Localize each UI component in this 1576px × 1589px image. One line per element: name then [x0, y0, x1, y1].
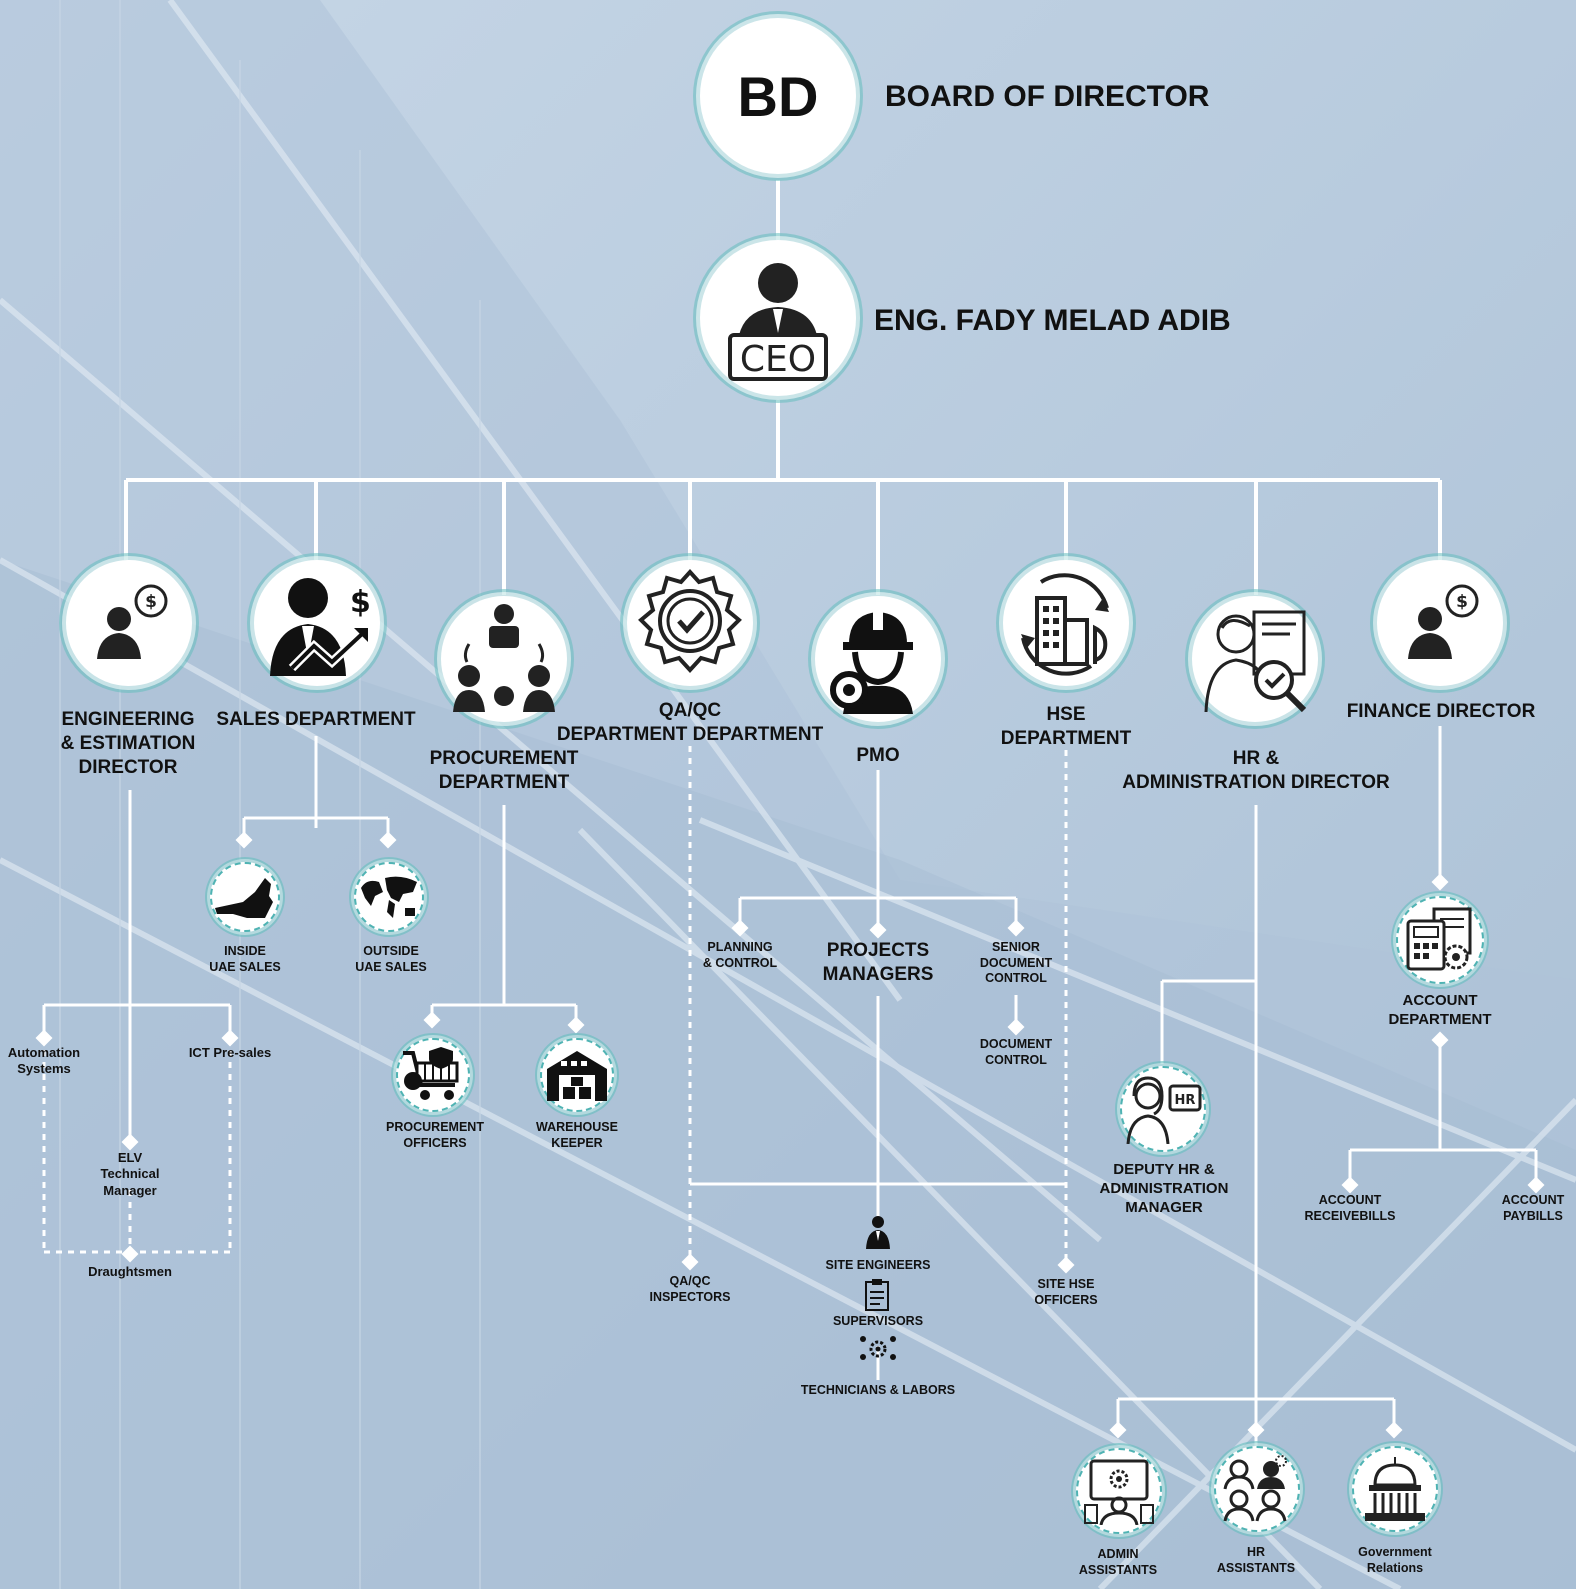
sales-chart-icon: $: [270, 578, 371, 676]
finance-director-label: FINANCE DIRECTOR: [1346, 701, 1536, 722]
inside-uae-node[interactable]: [210, 862, 280, 932]
inside-uae-sales-label: INSIDE UAE SALES: [209, 944, 281, 974]
account-department-node[interactable]: [1396, 896, 1484, 984]
clipboard-icon: [865, 1279, 889, 1311]
warehouse-icon: [547, 1051, 607, 1101]
hr-assistants-label: HR ASSISTANTS: [1216, 1545, 1296, 1575]
hse-node[interactable]: [1003, 560, 1129, 686]
pmo-label: PMO: [856, 745, 900, 766]
technicians-labors-label: TECHNICIANS & LABORS: [800, 1383, 956, 1397]
people-group-icon: [1223, 1455, 1287, 1522]
sales-department-label: SALES DEPARTMENT: [216, 709, 416, 730]
procurement-department-label: PROCUREMENT DEPARTMENT: [429, 748, 579, 793]
outside-uae-node[interactable]: [354, 862, 424, 932]
government-building-icon: [1365, 1457, 1425, 1521]
outside-uae-sales-label: OUTSIDE UAE SALES: [355, 944, 427, 974]
automation-systems-label: Automation Systems: [7, 1045, 81, 1077]
account-department-label: ACCOUNT DEPARTMENT: [1388, 992, 1492, 1028]
workers-gear-icon: [860, 1336, 896, 1360]
hr-magnifier-icon: [1204, 610, 1307, 713]
admin-assistants-node[interactable]: [1076, 1448, 1162, 1534]
account-receivebills-label: ACCOUNT RECEIVEBILLS: [1304, 1193, 1396, 1223]
deputy-hr-node[interactable]: HR: [1120, 1066, 1206, 1152]
ceo-name: ENG. FADY MELAD ADIB: [874, 304, 1231, 337]
hse-department-label: HSE DEPARTMENT: [1000, 704, 1132, 749]
calculator-gear-icon: [1406, 907, 1472, 971]
bd-badge-icon: BD: [737, 64, 819, 128]
hr-assistants-node[interactable]: [1214, 1446, 1300, 1532]
senior-document-control-label: SENIOR DOCUMENT CONTROL: [979, 940, 1053, 986]
sales-node[interactable]: $: [254, 560, 380, 686]
account-paybills-label: ACCOUNT PAYBILLS: [1501, 1193, 1565, 1223]
qaqc-node[interactable]: [627, 560, 753, 686]
world-map-icon: [361, 876, 417, 918]
team-network-icon: [453, 604, 555, 712]
engineering-node[interactable]: $: [66, 560, 192, 686]
planning-control-label: PLANNING & CONTROL: [702, 940, 778, 970]
site-hse-officers-label: SITE HSE OFFICERS: [1034, 1277, 1098, 1307]
building-recycle-icon: [1021, 573, 1109, 676]
bd-node: BD: [700, 18, 856, 174]
svg-text:$: $: [1456, 592, 1468, 612]
draughtsmen-label: Draughtsmen: [88, 1264, 172, 1279]
procurement-node[interactable]: [441, 596, 567, 722]
director-dollar-icon: $: [97, 584, 168, 659]
shopping-cart-icon: [403, 1047, 459, 1100]
admin-assistants-label: ADMIN ASSISTANTS: [1078, 1547, 1158, 1577]
ceo-badge-text: CEO: [740, 339, 816, 380]
procurement-officers-label: PROCUREMENT OFFICERS: [386, 1120, 484, 1150]
hr-node[interactable]: [1192, 596, 1318, 722]
pmo-node[interactable]: [815, 596, 941, 722]
board-of-director-title: BOARD OF DIRECTOR: [885, 80, 1210, 113]
deputy-hr-manager-label: DEPUTY HR & ADMINISTRATION MANAGER: [1099, 1161, 1229, 1216]
qaqc-inspectors-label: QA/QC INSPECTORS: [649, 1274, 731, 1304]
svg-text:HR: HR: [1175, 1093, 1196, 1108]
finance-node[interactable]: $: [1377, 560, 1503, 686]
government-relations-label: Government Relations: [1358, 1545, 1432, 1575]
government-relations-node[interactable]: [1352, 1446, 1438, 1532]
warehouse-keeper-node[interactable]: [540, 1038, 614, 1112]
ceo-person-icon: CEO: [728, 263, 828, 381]
site-engineer-icon: [866, 1216, 890, 1249]
admin-screen-icon: [1084, 1459, 1154, 1525]
elv-manager-label: ELV Technical Manager: [100, 1150, 160, 1198]
supervisors-label: SUPERVISORS: [832, 1314, 924, 1328]
ceo-node: CEO: [700, 240, 856, 396]
hr-woman-icon: HR: [1126, 1076, 1202, 1144]
warehouse-keeper-label: WAREHOUSE KEEPER: [536, 1120, 618, 1150]
hr-director-label: HR & ADMINISTRATION DIRECTOR: [1122, 748, 1390, 793]
engineering-director-label: ENGINEERING & ESTIMATION DIRECTOR: [60, 709, 196, 778]
qaqc-department-label: QA/QC DEPARTMENT DEPARTMENT: [556, 700, 824, 745]
engineer-helmet-icon: [830, 608, 913, 714]
document-control-label: DOCUMENT CONTROL: [979, 1037, 1053, 1067]
svg-text:$: $: [145, 592, 157, 612]
ict-presales-label: ICT Pre-sales: [188, 1045, 272, 1060]
uae-map-icon: [215, 878, 273, 918]
director-dollar-icon: $: [1408, 584, 1479, 659]
procurement-officers-node[interactable]: [396, 1038, 470, 1112]
quality-badge-icon: [638, 569, 742, 673]
site-engineers-label: SITE ENGINEERS: [825, 1258, 931, 1272]
svg-text:$: $: [350, 585, 371, 620]
projects-managers-label: PROJECTS MANAGERS: [822, 940, 934, 985]
